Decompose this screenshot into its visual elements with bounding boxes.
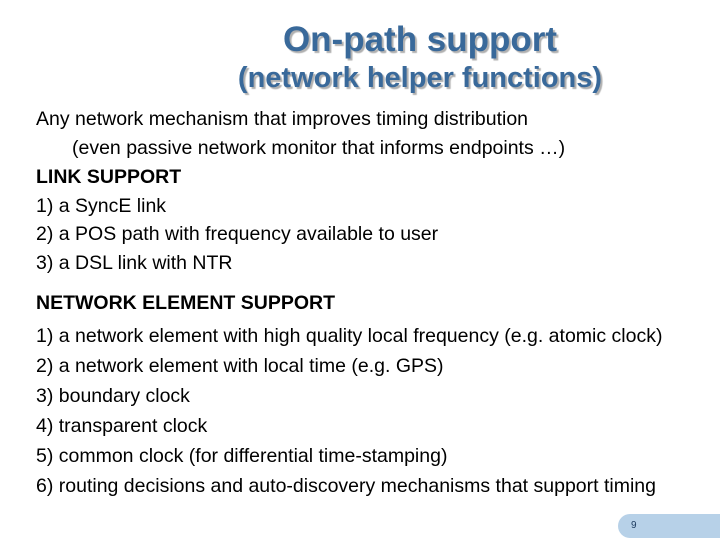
slide-subtitle: (network helper functions) [237,62,603,94]
network-element-support-item: 6) routing decisions and auto-discovery … [36,474,656,497]
network-element-support-item: 1) a network element with high quality l… [36,324,663,347]
link-support-item: 3) a DSL link with NTR [36,251,233,274]
page-number-tab: 9 [618,514,720,538]
link-support-item: 2) a POS path with frequency available t… [36,223,439,245]
intro-line-1: Any network mechanism that improves timi… [36,108,529,130]
link-support-list: 1) a SyncE link 2) a POS path with frequ… [36,192,710,278]
network-element-support-heading: NETWORK ELEMENT SUPPORT [36,292,336,314]
network-element-support-list: 1) a network element with high quality l… [36,321,710,501]
network-element-support-item: 4) transparent clock [36,414,208,437]
slide-title: On-path support [282,20,558,59]
network-element-support-item: 5) common clock (for differential time-s… [36,444,448,467]
slide-body: Any network mechanism that improves timi… [36,105,710,501]
intro-line-2: (even passive network monitor that infor… [72,136,566,159]
page-number: 9 [631,519,637,531]
link-support-item: 1) a SyncE link [36,194,167,217]
title-block: On-path support (network helper function… [120,20,720,97]
network-element-support-item: 2) a network element with local time (e.… [36,354,444,377]
network-element-support-item: 3) boundary clock [36,384,190,407]
link-support-heading: LINK SUPPORT [36,166,182,188]
